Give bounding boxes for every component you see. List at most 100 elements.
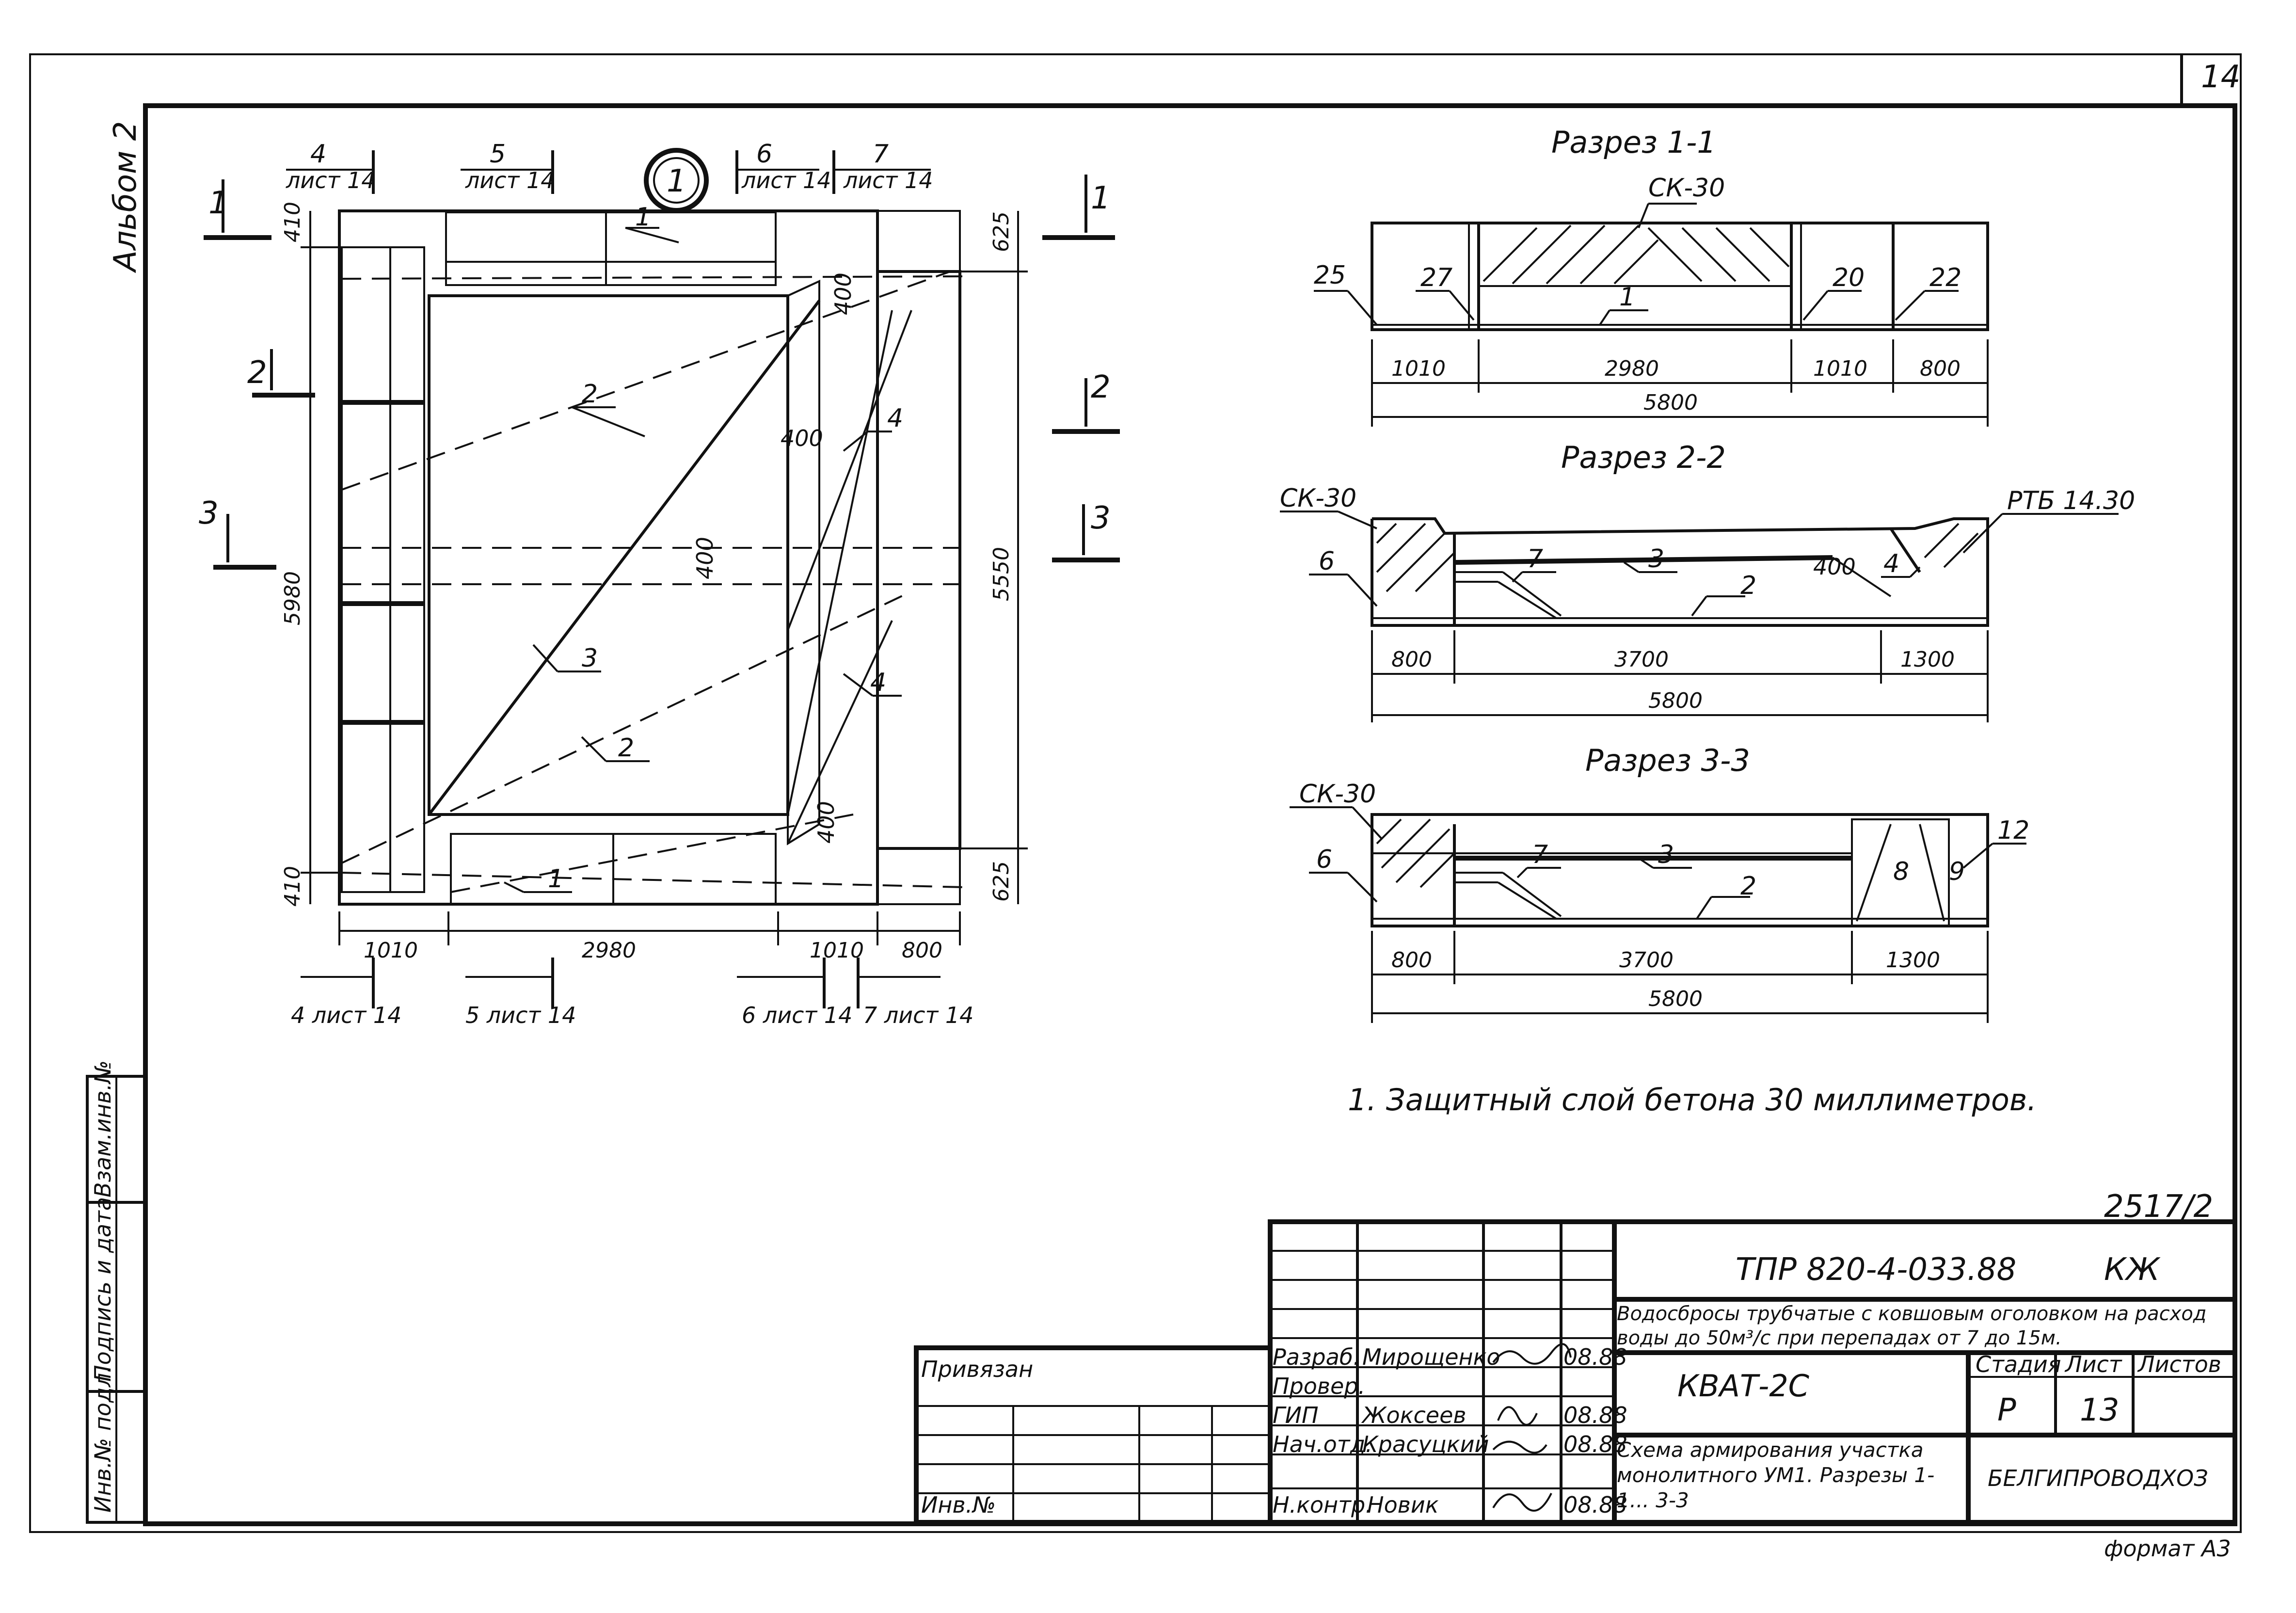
svg-text:ГИП: ГИП — [1273, 1402, 1319, 1428]
section-3-hatch — [1376, 818, 1455, 888]
svg-text:Новик: Новик — [1367, 1492, 1439, 1518]
svg-text:Нач.отд.: Нач.отд. — [1273, 1431, 1372, 1457]
svg-text:лист 14: лист 14 — [741, 167, 831, 193]
svg-text:1: 1 — [1091, 180, 1111, 216]
section-2-title: Разрез 2-2 — [1561, 440, 1726, 475]
svg-text:20: 20 — [1833, 263, 1865, 292]
plan-callout-circle — [644, 148, 709, 213]
svg-text:4: 4 — [310, 140, 326, 169]
svg-text:2980: 2980 — [1605, 356, 1659, 381]
svg-text:3: 3 — [1648, 544, 1664, 574]
plan-callout: 1 — [667, 163, 686, 199]
svg-text:2: 2 — [1740, 571, 1756, 600]
sheet-number: 14 — [2201, 59, 2240, 95]
signature-1 — [1492, 1343, 1572, 1365]
svg-text:8: 8 — [1893, 857, 1909, 886]
svg-text:3: 3 — [1091, 500, 1111, 536]
svg-text:1300: 1300 — [1900, 647, 1955, 672]
section-3-title: Разрез 3-3 — [1585, 743, 1750, 778]
svg-text:4: 4 — [1883, 549, 1899, 578]
signature-3 — [1492, 1440, 1547, 1454]
plan-bottom-refs: 4 лист 14 5 лист 14 6 лист 14 7 лист 14 — [291, 958, 973, 1028]
svg-text:1: 1 — [1619, 283, 1635, 312]
svg-text:2: 2 — [1740, 872, 1756, 901]
svg-text:Провер.: Провер. — [1273, 1373, 1365, 1399]
svg-text:3: 3 — [1658, 840, 1674, 869]
drawing-title: Схема армирования участка монолитного УМ… — [1617, 1438, 1935, 1512]
drawing-code: КВАТ-2С — [1677, 1368, 1810, 1404]
svg-text:6 лист 14: 6 лист 14 — [742, 1002, 852, 1028]
svg-text:5800: 5800 — [1648, 688, 1703, 713]
svg-text:3: 3 — [199, 495, 219, 531]
svg-text:5800: 5800 — [1648, 987, 1703, 1011]
svg-text:СК-30: СК-30 — [1280, 484, 1356, 513]
plan-inner-opening — [428, 294, 789, 816]
svg-text:2: 2 — [618, 734, 634, 763]
svg-text:5: 5 — [490, 140, 506, 169]
album-label: Альбом 2 — [108, 121, 144, 273]
svg-text:Н.контр.: Н.контр. — [1273, 1492, 1372, 1518]
code-number: 2517/2 — [2104, 1189, 2213, 1225]
title-block: 2517/2 Привязан Инв.№ Разраб. Мирощенко … — [914, 1189, 2237, 1525]
svg-text:6: 6 — [1316, 845, 1332, 874]
svg-text:3700: 3700 — [1614, 647, 1669, 672]
svg-text:4 лист 14: 4 лист 14 — [291, 1002, 401, 1028]
svg-text:5980: 5980 — [280, 571, 305, 625]
section-1-title: Разрез 1-1 — [1551, 125, 1716, 160]
plan-outer-outline — [338, 209, 879, 906]
svg-text:СК-30: СК-30 — [1299, 780, 1376, 809]
svg-text:400: 400 — [781, 425, 823, 451]
plan-right-wall — [876, 270, 961, 850]
svg-text:5 лист 14: 5 лист 14 — [465, 1002, 576, 1028]
sheet-label: Лист — [2064, 1351, 2122, 1377]
svg-text:625: 625 — [989, 211, 1014, 252]
section-3-3: Разрез 3-3 СК-30 6 7 3 2 8 9 12 — [1290, 743, 2029, 1023]
note-protective-layer: 1. Защитный слой бетона 30 миллиметров. — [1348, 1082, 2037, 1118]
project-number: ТПР 820-4-033.88 — [1736, 1252, 2016, 1288]
plan-view: 1 4 лист 14 5 лист 14 6 лист 14 7 лист 1… — [199, 140, 1120, 1028]
svg-text:800: 800 — [1920, 356, 1961, 381]
svg-text:4: 4 — [870, 668, 886, 697]
svg-text:400: 400 — [1813, 554, 1856, 580]
plan-left-elements — [341, 246, 425, 893]
svg-text:400: 400 — [813, 801, 839, 844]
svg-text:лист 14: лист 14 — [465, 167, 555, 193]
svg-text:1010: 1010 — [1813, 356, 1867, 381]
section-1-hatch — [1483, 224, 1790, 285]
side-stamp-inv: Инв.№ подл. — [90, 1366, 116, 1513]
svg-text:400: 400 — [692, 537, 718, 579]
svg-text:400: 400 — [830, 272, 856, 315]
svg-text:800: 800 — [1391, 948, 1432, 973]
plan-dim-1010a: 1010 — [364, 938, 418, 963]
svg-text:3700: 3700 — [1619, 948, 1674, 973]
svg-text:6: 6 — [1319, 547, 1335, 576]
sheets-label: Листов — [2137, 1351, 2221, 1377]
signature-2 — [1497, 1406, 1538, 1426]
svg-text:22: 22 — [1929, 263, 1961, 292]
svg-text:РТБ 14.30: РТБ 14.30 — [2007, 486, 2135, 515]
svg-text:лист 14: лист 14 — [286, 167, 376, 193]
svg-text:7: 7 — [1527, 544, 1543, 574]
section-2-2: Разрез 2-2 СК-30 6 7 3 2 400 4 — [1280, 440, 2135, 722]
svg-text:лист 14: лист 14 — [843, 167, 933, 193]
sheet-value: 13 — [2080, 1392, 2119, 1428]
svg-text:6: 6 — [756, 140, 772, 169]
svg-text:410: 410 — [280, 866, 305, 907]
svg-text:2: 2 — [247, 355, 267, 391]
format-label: формат А3 — [2104, 1535, 2231, 1562]
svg-text:08.88: 08.88 — [1563, 1344, 1627, 1370]
side-stamp-sign: Подпись и дата — [90, 1197, 116, 1382]
section-2-hatch — [1376, 523, 1979, 592]
plan-cut-marks-left: 1 2 3 — [199, 179, 315, 570]
plan-top-refs: 4 лист 14 5 лист 14 6 лист 14 7 лист 14 — [286, 140, 933, 194]
project-description-wrap: Водосбросы трубчатые с ковшовым оголовко… — [1617, 1303, 2206, 1349]
privyazan-label: Привязан — [921, 1356, 1033, 1382]
plan-top-elements — [445, 211, 777, 286]
drawing-title-wrap: Схема армирования участка монолитного УМ… — [1617, 1438, 1935, 1512]
signature-4 — [1492, 1493, 1552, 1512]
outer-frame — [29, 53, 2242, 1533]
svg-text:СК-30: СК-30 — [1648, 174, 1725, 203]
svg-text:08.88: 08.88 — [1563, 1492, 1627, 1518]
